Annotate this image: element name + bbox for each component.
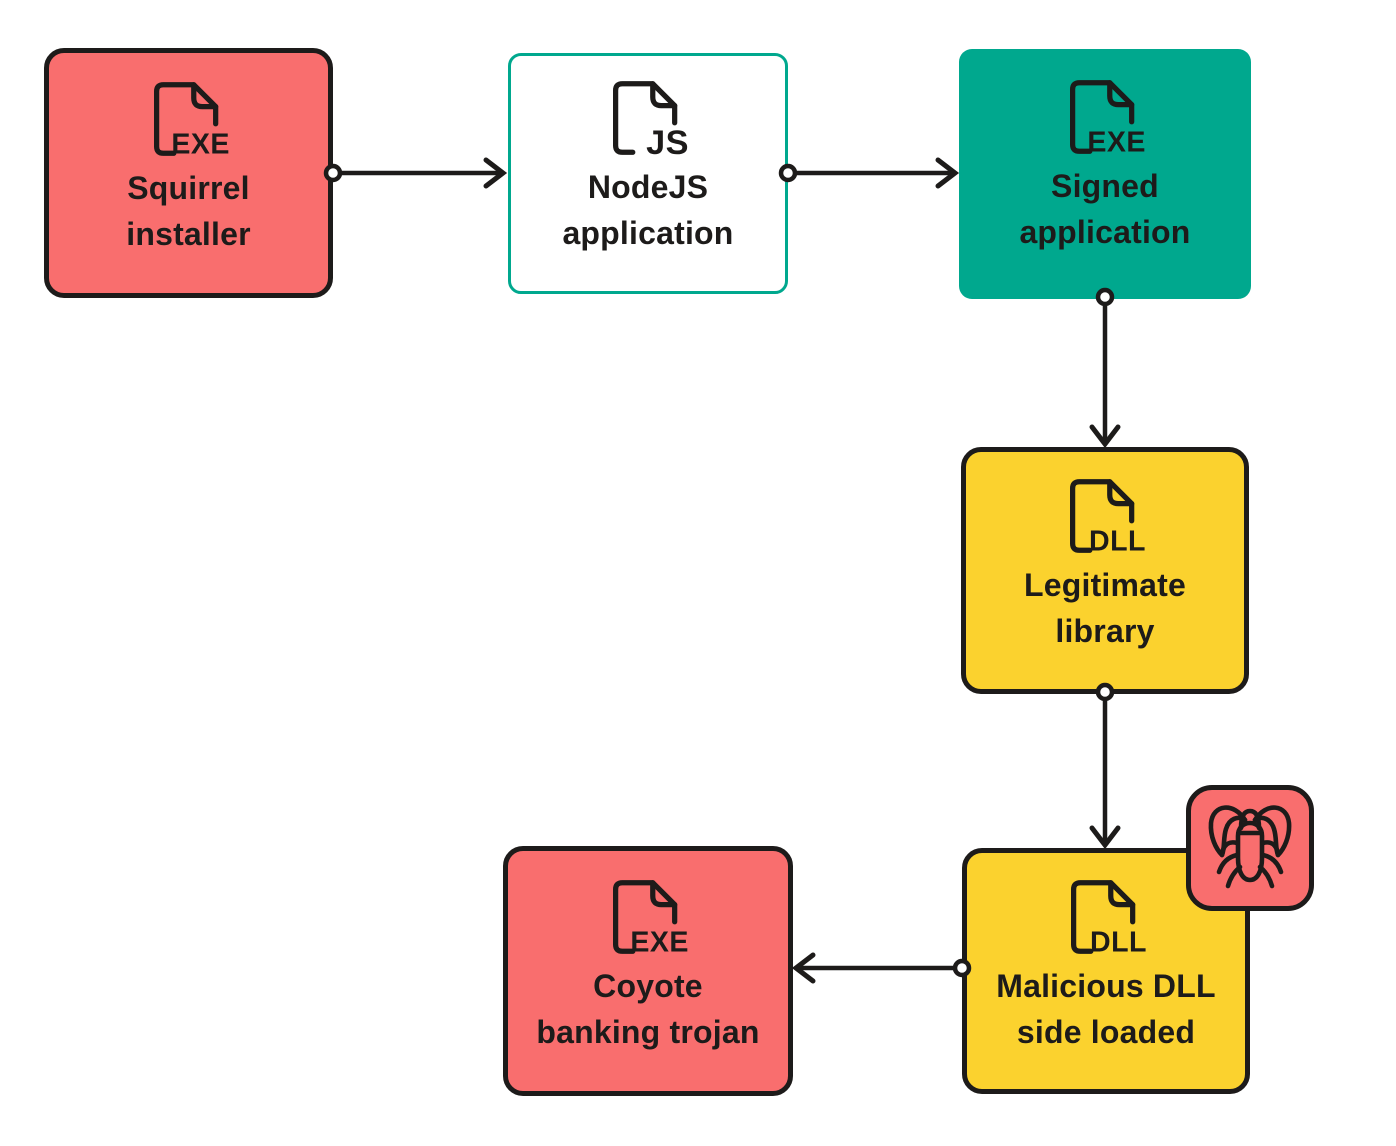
exe-icon-label: EXE: [630, 926, 689, 957]
dll-file-icon: DLL: [1070, 479, 1146, 556]
bug-icon: [1208, 805, 1292, 889]
arrow-legitimate-to-malicious: [1089, 682, 1121, 850]
node-label: Coyote banking trojan: [536, 968, 760, 1050]
exe-file-icon: EXE: [153, 82, 230, 159]
node-label: Squirrel installer: [126, 170, 251, 252]
dll-file-icon: DLL: [1071, 880, 1147, 957]
node-label: Signed application: [1019, 168, 1191, 250]
node-label: Malicious DLL side loaded: [996, 968, 1216, 1050]
exe-icon-label: EXE: [1087, 126, 1146, 157]
arrow-squirrel-to-nodejs: [323, 157, 508, 189]
dll-icon-label: DLL: [1089, 525, 1146, 556]
dll-icon-label: DLL: [1090, 926, 1147, 957]
arrow-nodejs-to-signed: [778, 157, 960, 189]
node-coyote-trojan: EXE Coyote banking trojan: [503, 846, 793, 1096]
js-file-icon: JS: [613, 81, 689, 158]
node-label: Legitimate library: [1023, 567, 1187, 649]
exe-file-icon: EXE: [613, 880, 689, 957]
node-label: NodeJS application: [562, 169, 734, 251]
node-squirrel-installer: EXE Squirrel installer: [44, 48, 333, 298]
node-signed-application: EXE Signed application: [959, 49, 1251, 299]
exe-file-icon: EXE: [1070, 80, 1146, 157]
arrow-malicious-to-coyote: [791, 952, 972, 984]
arrow-signed-to-legitimate: [1089, 287, 1121, 449]
exe-icon-label: EXE: [171, 128, 230, 159]
node-legitimate-library: DLL Legitimate library: [961, 447, 1249, 694]
malware-badge: [1186, 785, 1314, 911]
js-icon-label: JS: [646, 124, 689, 158]
node-nodejs-application: JS NodeJS application: [508, 53, 788, 294]
